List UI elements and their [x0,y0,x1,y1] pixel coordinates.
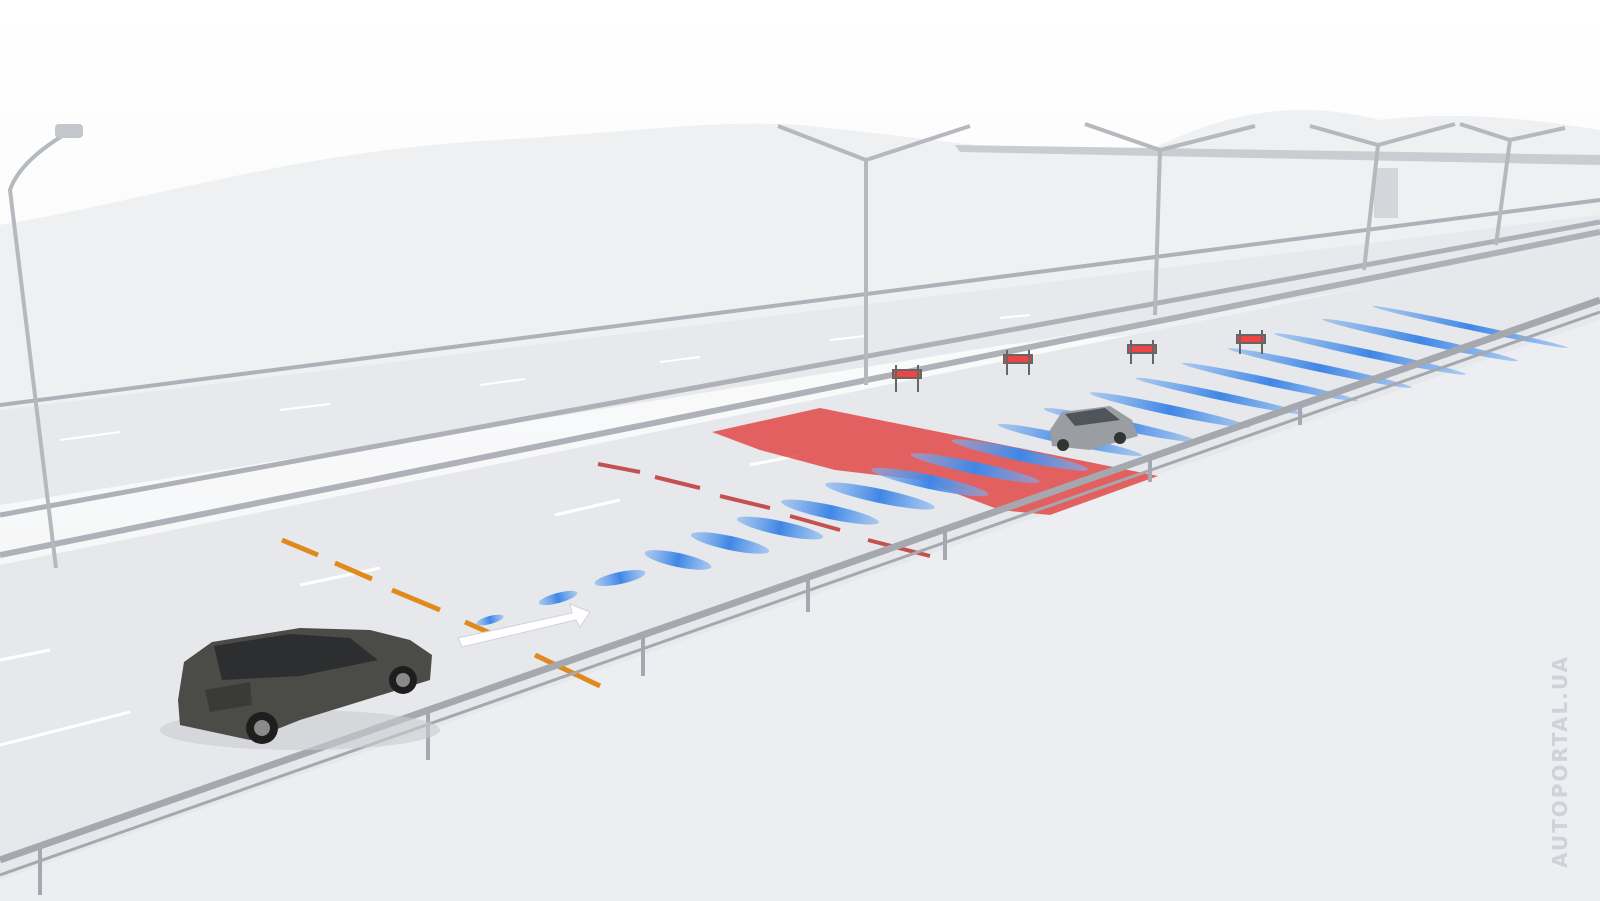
opposite-lane-markings [59,314,1031,441]
direction-arrow [457,603,591,648]
watermark-text: AUTOPORTAL.UA [1548,655,1572,868]
road-barriers [892,330,1266,392]
shoulder [0,320,1600,901]
opposite-road [0,215,1600,505]
guardrail-near [0,296,1600,895]
guardrails-far [0,198,1600,558]
lead-car [1050,406,1138,451]
ego-car [160,628,440,750]
orange-lane-line [281,537,602,689]
overpass [955,145,1600,218]
snow-hills [0,110,1600,420]
lamp-head [55,124,83,138]
radar-waves [476,306,1568,626]
